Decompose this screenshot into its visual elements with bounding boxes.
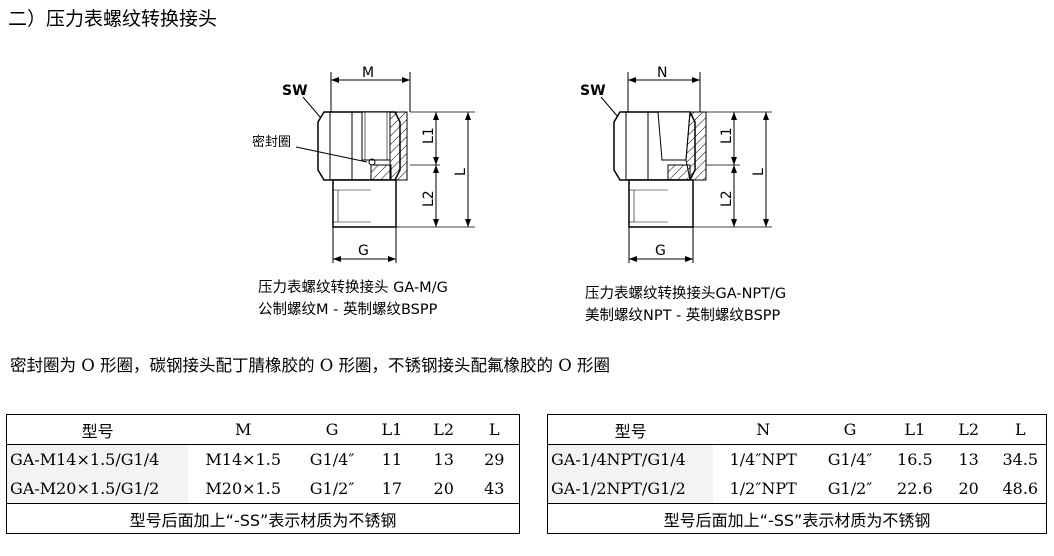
dim-l1-label: L1 (421, 127, 437, 144)
table-cell: 20 (942, 474, 995, 504)
table-cell: 16.5 (886, 444, 943, 474)
table-footer-row: 型号后面加上“-SS”表示材质为不锈钢 (547, 503, 1047, 534)
table-footer-row: 型号后面加上“-SS”表示材质为不锈钢 (6, 503, 520, 534)
dim-n-label: N (657, 65, 667, 81)
caption-right-line1: 压力表螺纹转换接头GA-NPT/G (585, 286, 787, 302)
seal-note: 密封圈为 O 形圈，碳钢接头配丁腈橡胶的 O 形圈，不锈钢接头配氟橡胶的 O 形… (10, 356, 611, 375)
table-cell: 48.6 (994, 474, 1047, 504)
header-cell: N (713, 414, 814, 445)
model-cell: GA-1/2NPT/G1/2 (547, 474, 714, 504)
table-cell: G1/2″ (298, 474, 366, 504)
model-cell: GA-1/4NPT/G1/4 (547, 444, 714, 474)
table-row: GA-M14×1.5/G1/4 M14×1.5 G1/4″ 11 13 29 (6, 444, 520, 474)
header-cell: M (188, 414, 299, 445)
header-cell: 型号 (547, 414, 714, 445)
adapter-gam-drawing: M SW 密封圈 L1 L2 L G (252, 65, 475, 263)
spec-table-gam: 型号 M G L1 L2 L GA-M14×1.5/G1/4 M14×1.5 G… (6, 414, 520, 534)
table-cell: G1/4″ (298, 444, 366, 474)
section-title: 二）压力表螺纹转换接头 (8, 8, 218, 30)
sw-label: SW (282, 83, 308, 99)
table-cell: 20 (417, 474, 470, 504)
adapter-ganpt-drawing: N SW L1 L2 L G (580, 65, 772, 263)
dim-l-label-right: L (751, 168, 767, 176)
sw-label-right: SW (580, 83, 606, 99)
table-footer-note: 型号后面加上“-SS”表示材质为不锈钢 (547, 503, 1047, 534)
dim-m-label: M (362, 65, 374, 81)
header-cell: L2 (417, 414, 470, 445)
header-cell: L1 (365, 414, 418, 445)
header-cell: G (813, 414, 887, 445)
model-cell: GA-M14×1.5/G1/4 (6, 444, 189, 474)
table-cell: 29 (469, 444, 520, 474)
caption-right-line2: 美制螺纹NPT - 英制螺纹BSPP (585, 308, 781, 324)
dim-g-label: G (358, 243, 369, 259)
table-cell: 13 (942, 444, 995, 474)
dim-g-label-right: G (655, 243, 666, 259)
dim-l-label: L (453, 168, 469, 176)
table-cell: 43 (469, 474, 520, 504)
table-header-row: 型号 N G L1 L2 L (547, 414, 1047, 445)
table-header-row: 型号 M G L1 L2 L (6, 414, 520, 445)
seal-label: 密封圈 (252, 134, 291, 150)
header-cell: 型号 (6, 414, 189, 445)
table-footer-note: 型号后面加上“-SS”表示材质为不锈钢 (6, 503, 520, 534)
table-cell: 22.6 (886, 474, 943, 504)
header-cell: L1 (886, 414, 943, 445)
table-cell: G1/2″ (813, 474, 887, 504)
model-cell: GA-M20×1.5/G1/2 (6, 474, 189, 504)
table-row: GA-1/2NPT/G1/2 1/2″NPT G1/2″ 22.6 20 48.… (547, 474, 1047, 504)
table-cell: G1/4″ (813, 444, 887, 474)
table-cell: M14×1.5 (188, 444, 299, 474)
table-cell: 13 (417, 444, 470, 474)
header-cell: L2 (942, 414, 995, 445)
header-cell: L (994, 414, 1047, 445)
table-cell: 1/4″NPT (713, 444, 814, 474)
dim-l1-label-right: L1 (719, 127, 735, 144)
table-row: GA-1/4NPT/G1/4 1/4″NPT G1/4″ 16.5 13 34.… (547, 444, 1047, 474)
table-cell: 1/2″NPT (713, 474, 814, 504)
dim-l2-label: L2 (421, 190, 437, 207)
table-cell: 17 (365, 474, 418, 504)
spec-table-ganpt: 型号 N G L1 L2 L GA-1/4NPT/G1/4 1/4″NPT G1… (547, 414, 1047, 534)
header-cell: L (469, 414, 520, 445)
table-cell: 11 (365, 444, 418, 474)
caption-left-line1: 压力表螺纹转换接头 GA-M/G (258, 280, 448, 296)
header-cell: G (298, 414, 366, 445)
caption-left-line2: 公制螺纹M - 英制螺纹BSPP (258, 302, 438, 318)
table-cell: M20×1.5 (188, 474, 299, 504)
dim-l2-label-right: L2 (719, 190, 735, 207)
table-row: GA-M20×1.5/G1/2 M20×1.5 G1/2″ 17 20 43 (6, 474, 520, 504)
table-cell: 34.5 (994, 444, 1047, 474)
